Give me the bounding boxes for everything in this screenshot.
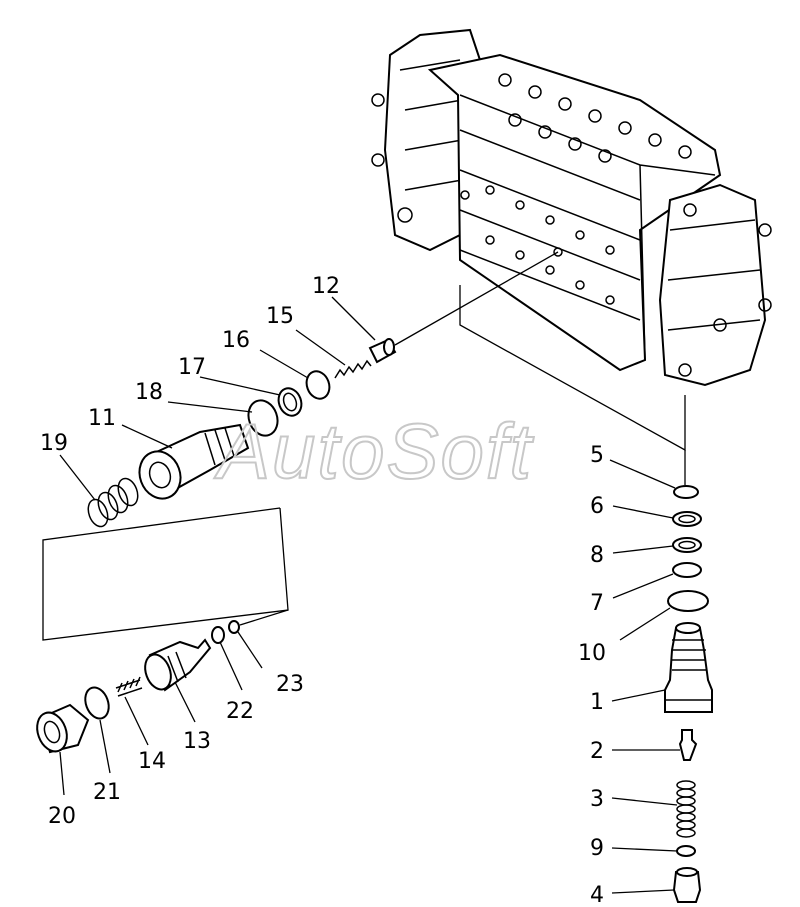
callout-20: 20 <box>48 804 76 829</box>
part-14-spring <box>115 676 143 697</box>
part-23-oring <box>228 620 240 634</box>
part-11-relief-valve <box>138 423 250 500</box>
callout-16: 16 <box>222 328 250 353</box>
part-1-valve <box>664 622 713 713</box>
callout-7: 7 <box>590 591 604 616</box>
control-valve-body <box>371 28 772 387</box>
callout-12: 12 <box>312 274 340 299</box>
callout-17: 17 <box>178 355 206 380</box>
part-15-spring <box>334 359 372 379</box>
callout-5: 5 <box>590 443 604 468</box>
callout-4: 4 <box>590 883 604 907</box>
callout-15: 15 <box>266 304 294 329</box>
part-19-spring <box>87 477 139 528</box>
bolt-holes <box>485 73 692 305</box>
part-16-oring <box>305 370 331 400</box>
part-7-oring <box>672 562 702 578</box>
callout-23: 23 <box>276 672 304 697</box>
callout-14: 14 <box>138 749 166 774</box>
callout-6: 6 <box>590 494 604 519</box>
part-3-spring <box>676 780 696 838</box>
leader-lines <box>59 296 680 894</box>
callout-13: 13 <box>183 729 211 754</box>
callout-21: 21 <box>93 780 121 805</box>
part-17-backup-ring <box>277 387 303 417</box>
part-9-oring <box>676 845 696 857</box>
callout-22: 22 <box>226 699 254 724</box>
callout-11: 11 <box>88 406 116 431</box>
part-12-plug <box>368 338 397 364</box>
callout-19: 19 <box>40 431 68 456</box>
part-8-backup-ring <box>672 537 702 553</box>
part-13-poppet <box>144 638 212 692</box>
callout-3: 3 <box>590 787 604 812</box>
callout-8: 8 <box>590 543 604 568</box>
part-21-oring <box>84 686 110 720</box>
callout-10: 10 <box>578 641 606 666</box>
callout-2: 2 <box>590 739 604 764</box>
part-20-plug <box>36 703 90 754</box>
part-5-oring <box>673 485 699 499</box>
callout-18: 18 <box>135 380 163 405</box>
part-4-plug <box>672 867 702 903</box>
callout-9: 9 <box>590 836 604 861</box>
part-10-oring <box>667 590 709 612</box>
part-18-oring <box>247 399 279 437</box>
part-6-backup-ring <box>672 511 702 527</box>
callout-labels: 12 15 16 17 18 11 19 5 6 8 7 10 1 2 3 9 … <box>40 274 606 907</box>
part-22-backup-ring <box>211 626 225 644</box>
part-2-pin <box>678 729 698 761</box>
assembly-lines <box>42 251 686 641</box>
watermark-logo: AutoSoft <box>214 407 535 495</box>
callout-1: 1 <box>590 690 604 715</box>
